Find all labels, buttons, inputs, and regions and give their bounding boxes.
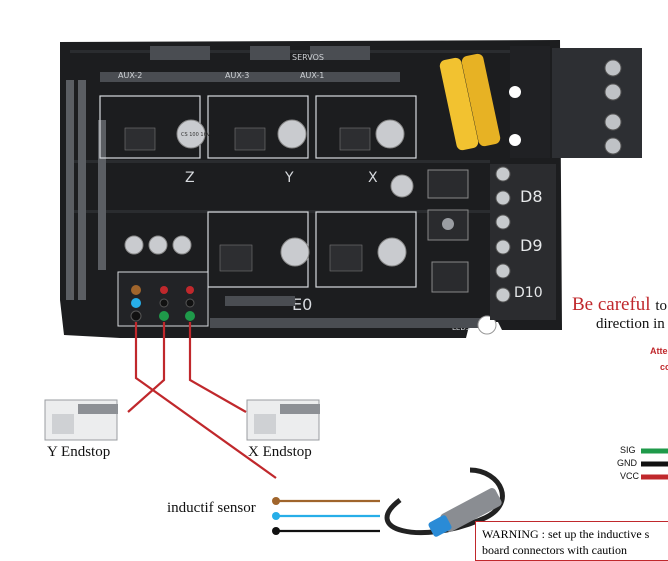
x-endstop-board <box>246 399 320 441</box>
mounting-hole <box>477 315 497 335</box>
power-terminals <box>509 46 642 158</box>
warning-box: WARNING : set up the inductive s board c… <box>475 521 668 561</box>
inductive-sensor <box>384 467 505 537</box>
warning-line-1: WARNING : set up the inductive s <box>482 527 650 541</box>
ramps-board: AUX-2 AUX-3 SERVOS AUX-1 <box>60 40 642 338</box>
label-aux2: AUX-2 <box>118 71 142 80</box>
header-pins-left <box>66 80 106 300</box>
inductive-sensor-label: inductif sensor <box>167 500 256 516</box>
label-d9: D9 <box>520 236 543 255</box>
label-servos: SERVOS <box>292 53 324 62</box>
pin-legend-wires <box>641 448 668 480</box>
label-y: Y <box>284 170 294 186</box>
x-endstop-label: X Endstop <box>248 444 312 460</box>
wire-y-endstop <box>127 322 166 413</box>
careful-note: Be careful to <box>572 294 667 316</box>
label-aux1: AUX-1 <box>300 71 324 80</box>
label-aux3: AUX-3 <box>225 71 249 80</box>
attention-note-1: Atte <box>650 346 668 356</box>
capacitors <box>124 119 414 267</box>
fuses <box>439 53 501 151</box>
y-endstop-board <box>44 399 118 441</box>
direction-note: direction in <box>596 316 665 332</box>
attention-note-2: co <box>660 362 668 372</box>
jumper-blocks <box>124 127 371 272</box>
output-terminals <box>490 164 556 320</box>
pin-label-gnd: GND <box>617 458 637 468</box>
wire-x-endstop <box>188 322 247 413</box>
label-z: Z <box>185 170 195 186</box>
capacitor-marking: CS 100 16V <box>181 132 211 138</box>
sensor-wire-dots <box>272 497 280 535</box>
pin-label-vcc: VCC <box>620 471 640 481</box>
label-d10: D10 <box>514 285 543 301</box>
wires <box>127 322 380 533</box>
wire-sensor-signal <box>134 322 277 479</box>
label-x: X <box>368 170 378 186</box>
warning-line-2: board connectors with caution <box>482 543 627 557</box>
mosfets <box>427 169 469 293</box>
label-d8: D8 <box>520 187 543 206</box>
careful-strong: Be careful <box>572 294 651 315</box>
label-e0: E0 <box>292 295 312 314</box>
endstop-header <box>117 271 209 327</box>
header-pins-top <box>100 46 400 82</box>
careful-rest: to <box>655 298 668 314</box>
y-endstop-label: Y Endstop <box>47 444 111 460</box>
header-pins-bottom <box>210 296 480 328</box>
pin-label-sig: SIG <box>620 445 636 455</box>
